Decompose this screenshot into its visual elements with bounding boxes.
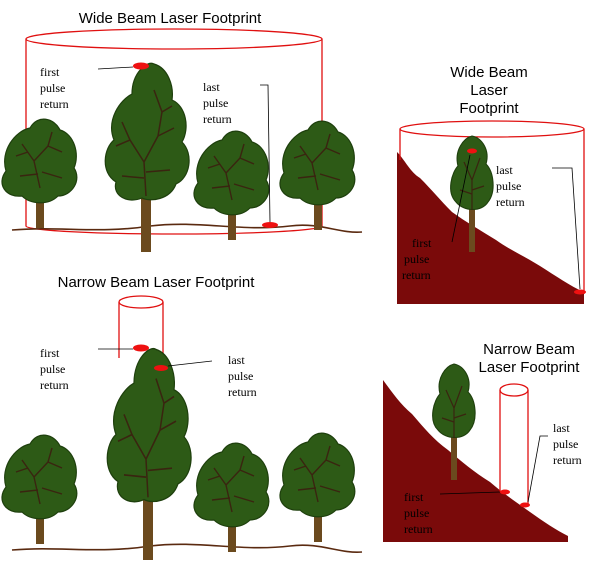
beam-footprint-cylinder [500, 384, 528, 504]
panel-title: Wide Beam Laser Footprint [79, 10, 262, 27]
panel-title: Narrow Beam Laser Footprint [479, 341, 581, 376]
last-return-marker [574, 290, 586, 295]
panel-wide-flat: Wide Beam Laser Footprint first pulse re… [2, 10, 362, 252]
svg-text:pulse: pulse [496, 179, 521, 193]
svg-text:return: return [40, 97, 69, 111]
first-pulse-return-label: first pulse return [40, 346, 69, 392]
svg-text:return: return [496, 195, 525, 209]
svg-text:return: return [404, 522, 433, 536]
panel-narrow-slope: Narrow Beam Laser Footprint last pulse r… [383, 341, 582, 542]
last-pulse-return-label: last pulse return [553, 421, 582, 467]
svg-text:pulse: pulse [404, 506, 429, 520]
svg-text:first: first [412, 236, 432, 250]
tree [194, 443, 269, 552]
first-return-marker [467, 149, 477, 154]
svg-text:pulse: pulse [40, 362, 65, 376]
last-return-marker [262, 222, 278, 228]
svg-text:last: last [228, 353, 245, 367]
tree [280, 121, 355, 230]
svg-text:return: return [553, 453, 582, 467]
tree [194, 131, 269, 240]
svg-text:return: return [402, 268, 431, 282]
svg-text:pulse: pulse [404, 252, 429, 266]
svg-text:first: first [40, 65, 60, 79]
svg-text:pulse: pulse [40, 81, 65, 95]
panel-title: Narrow Beam Laser Footprint [58, 274, 256, 291]
svg-text:return: return [40, 378, 69, 392]
svg-text:pulse: pulse [203, 96, 228, 110]
svg-text:pulse: pulse [553, 437, 578, 451]
svg-text:last: last [496, 163, 513, 177]
svg-text:Laser Footprint: Laser Footprint [479, 359, 581, 376]
svg-text:first: first [404, 490, 424, 504]
tree [2, 119, 77, 228]
last-return-marker [154, 365, 168, 371]
svg-text:Footprint: Footprint [459, 100, 519, 117]
svg-text:pulse: pulse [228, 369, 253, 383]
last-pulse-return-label: last pulse return [203, 80, 232, 126]
first-return-marker [133, 63, 149, 70]
svg-text:last: last [553, 421, 570, 435]
svg-text:first: first [40, 346, 60, 360]
tree [2, 435, 77, 544]
panel-narrow-flat: Narrow Beam Laser Footprint first pulse … [2, 274, 362, 560]
svg-text:Wide Beam: Wide Beam [450, 64, 528, 81]
first-pulse-return-label: first pulse return [40, 65, 69, 111]
svg-text:Narrow Beam: Narrow Beam [483, 341, 575, 358]
svg-text:Laser: Laser [470, 82, 508, 99]
svg-text:last: last [203, 80, 220, 94]
last-pulse-return-label: last pulse return [496, 163, 525, 209]
panel-wide-slope: Wide Beam Laser Footprint last pulse ret… [397, 64, 586, 304]
svg-text:return: return [228, 385, 257, 399]
last-return-marker [520, 503, 530, 508]
first-return-marker [500, 490, 510, 495]
panel-title: Wide Beam Laser Footprint [450, 64, 528, 117]
tree [280, 433, 355, 542]
svg-text:return: return [203, 112, 232, 126]
last-pulse-return-label: last pulse return [228, 353, 257, 399]
first-return-marker [133, 345, 149, 352]
tree [107, 349, 191, 560]
ground-line [12, 544, 362, 552]
